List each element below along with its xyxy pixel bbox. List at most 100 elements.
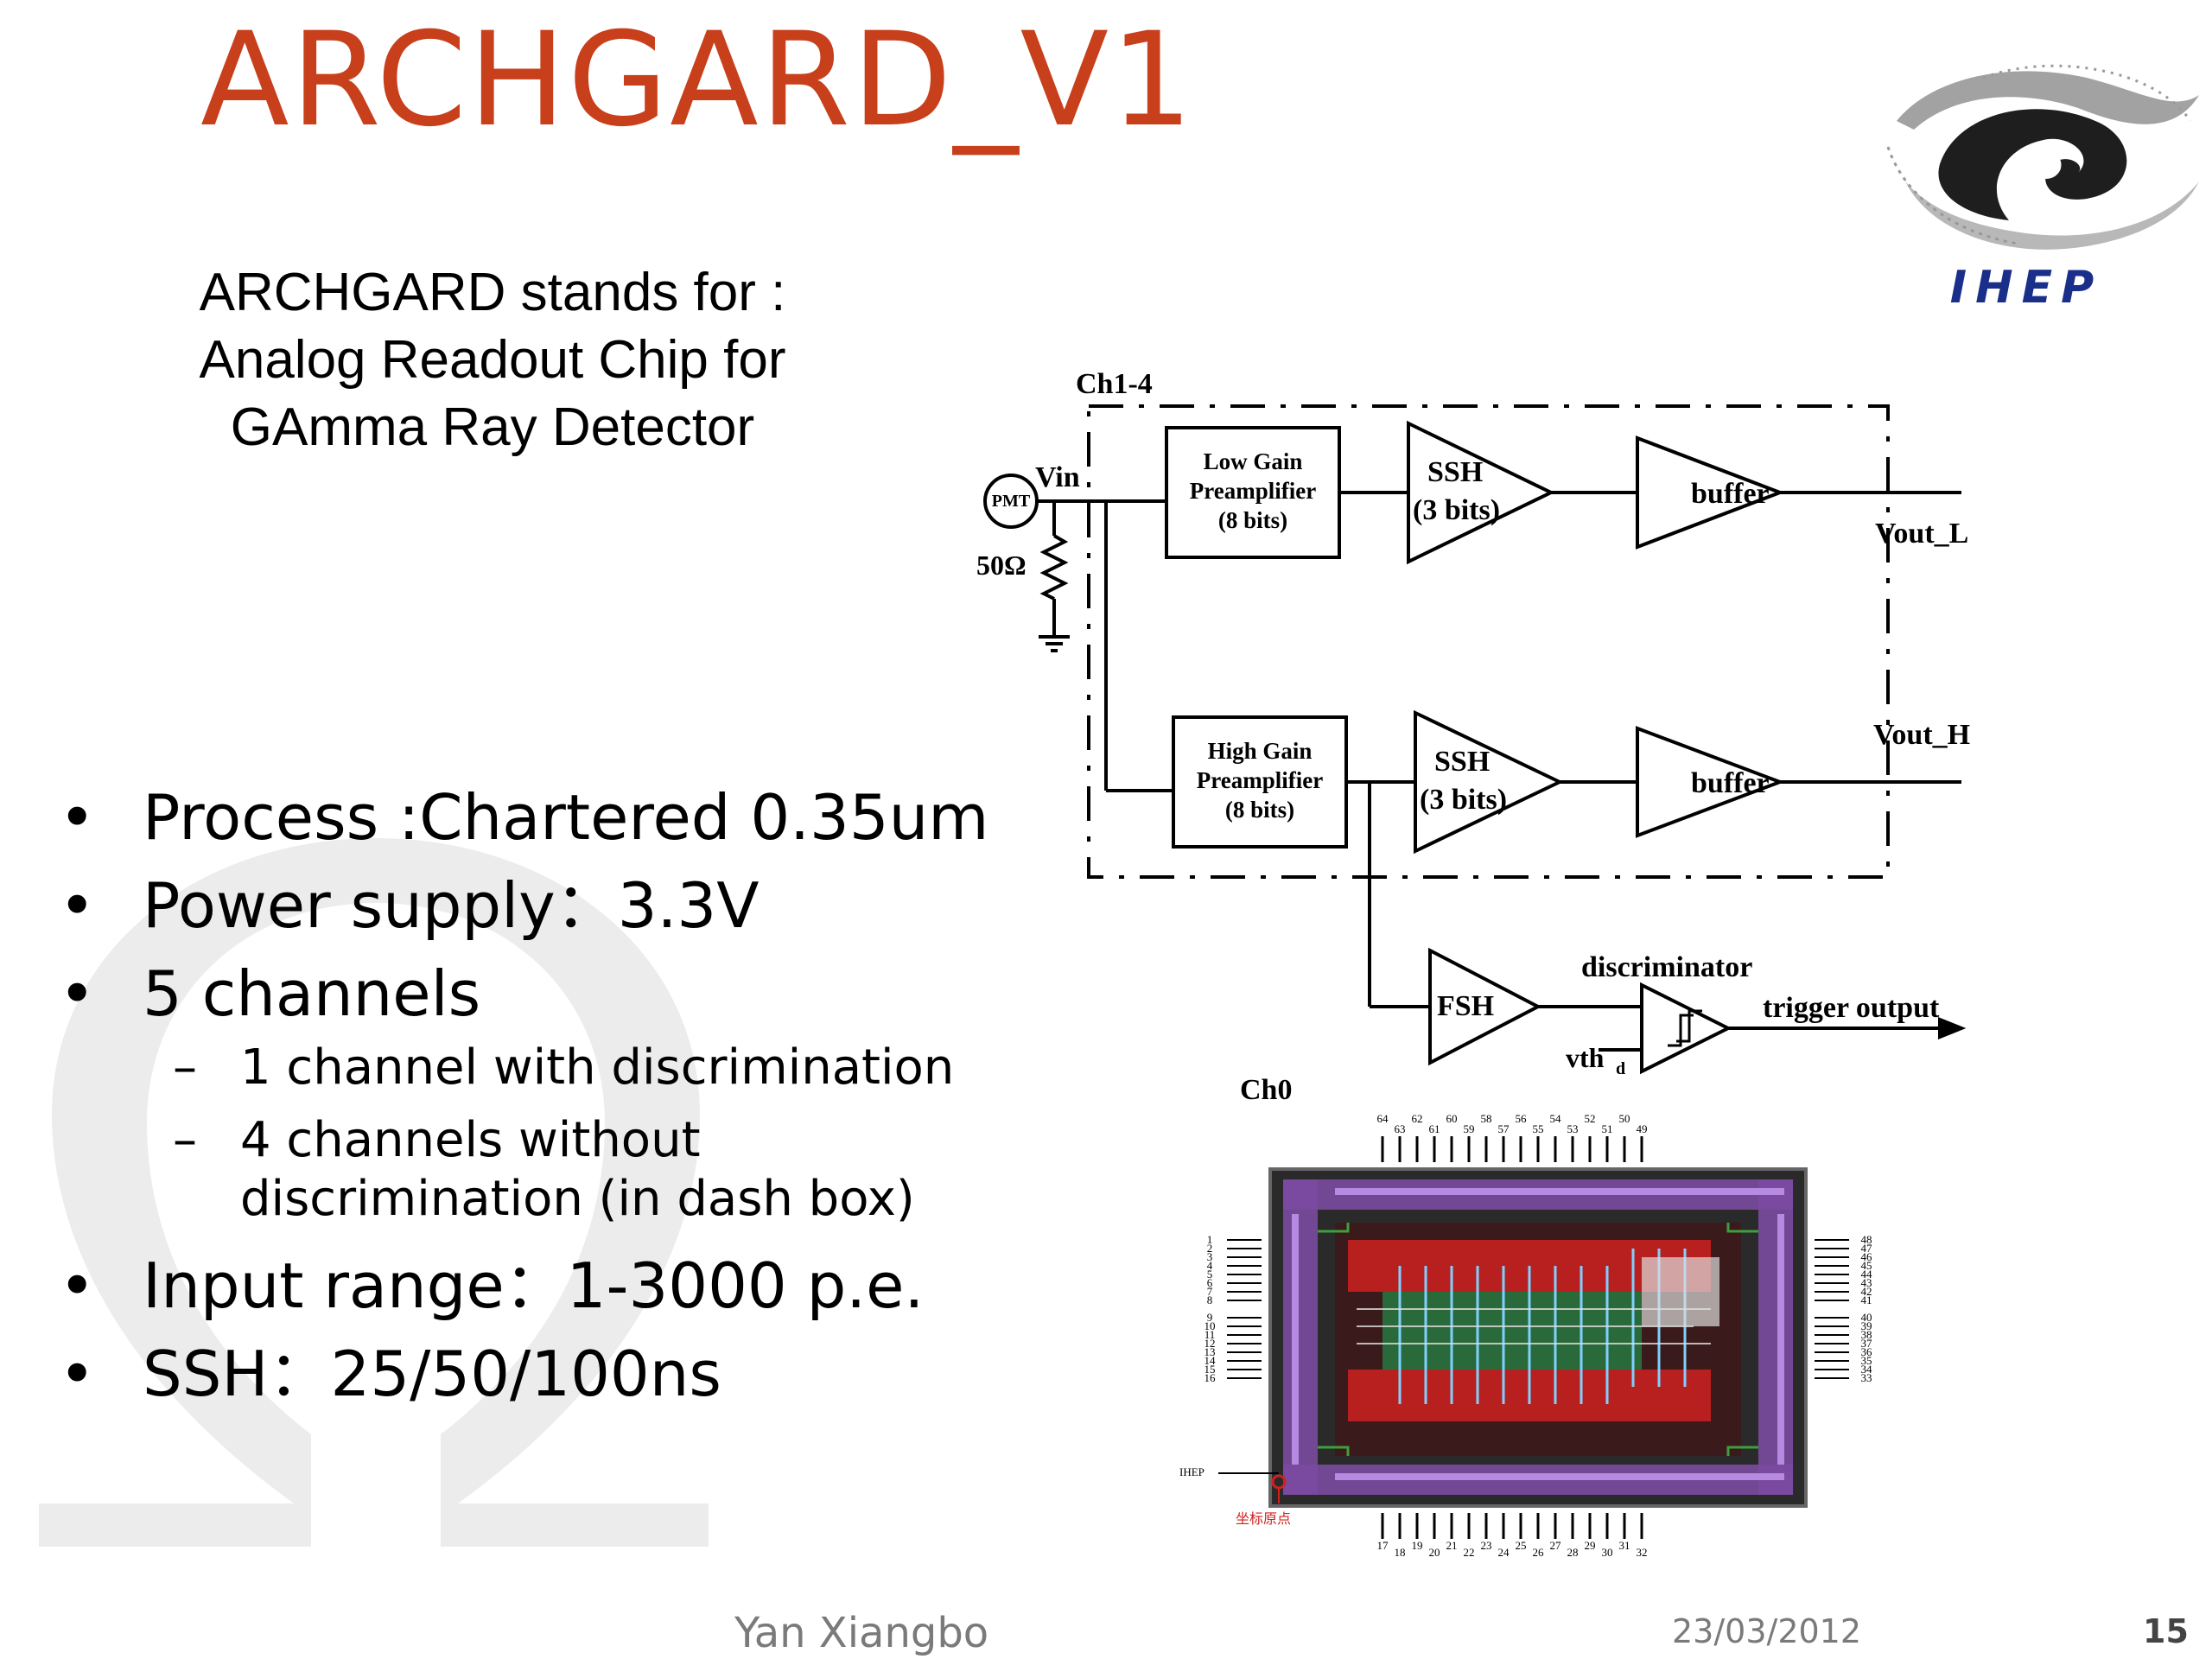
sub-bullet-item: –1 channel with discrimination — [52, 1039, 1037, 1097]
buffer-high-triangle — [1636, 726, 1785, 838]
vth-label: vth — [1566, 1042, 1605, 1073]
bullet-item: •Input range：1-3000 p.e. — [52, 1255, 1037, 1317]
buffer-label: buffer — [1691, 767, 1770, 799]
bullet-item: •Power supply：3.3V — [52, 874, 1037, 937]
chip-pin-label: 43 — [1861, 1276, 1872, 1289]
chip-pin-label: 25 — [1516, 1539, 1527, 1552]
chip-pin-label: 4 — [1207, 1259, 1213, 1272]
bullet-dot: • — [59, 869, 96, 942]
ch0-label: Ch0 — [1240, 1074, 1292, 1102]
chip-pin-label: 46 — [1861, 1250, 1873, 1263]
chip-pin-label: 1 — [1207, 1233, 1213, 1246]
chip-pin-label: 26 — [1533, 1546, 1545, 1559]
chip-pin-label: 21 — [1446, 1539, 1458, 1552]
ssh-label: SSH — [1434, 746, 1490, 778]
chip-pin-label: 37 — [1861, 1337, 1873, 1350]
sub-bullet-text: discrimination (in dash box) — [240, 1171, 915, 1227]
chip-pin-label: 32 — [1637, 1546, 1648, 1559]
chip-pin-label: 57 — [1498, 1122, 1510, 1135]
subtitle: ARCHGARD stands for : Analog Readout Chi… — [181, 259, 804, 461]
chip-pin-label: 5 — [1207, 1268, 1213, 1281]
chip-pin-label: 36 — [1861, 1345, 1873, 1358]
chip-pin-label: 55 — [1533, 1122, 1544, 1135]
chip-pin-label: 12 — [1205, 1337, 1216, 1350]
chip-pin-label: 2 — [1207, 1242, 1213, 1255]
chip-pin-label: 18 — [1395, 1546, 1406, 1559]
ssh-high-triangle — [1414, 709, 1564, 855]
chip-pin-label: 31 — [1619, 1539, 1630, 1552]
chip-pin-label: 38 — [1861, 1328, 1872, 1341]
low-gain-line: Low Gain — [1204, 448, 1303, 474]
bullet-dot: • — [59, 781, 96, 854]
vth-subscript: d — [1616, 1059, 1625, 1078]
chip-pin-label: 39 — [1861, 1319, 1872, 1332]
chip-pin-label: 59 — [1464, 1122, 1475, 1135]
buffer-low-triangle — [1636, 435, 1785, 550]
ssh-bits-label: (3 bits) — [1413, 494, 1500, 526]
circuit-diagram: Ch1-4 Ch0 Vin PMT 50Ω Low Gain Preamplif… — [976, 368, 1970, 1102]
chip-pin-label: 24 — [1498, 1546, 1510, 1559]
subtitle-line: Analog Readout Chip for — [199, 330, 786, 390]
trigger-arrow-icon — [1938, 1017, 1967, 1039]
chip-pin-label: 23 — [1481, 1539, 1492, 1552]
bullet-text: Power supply：3.3V — [143, 869, 760, 942]
footer-author: Yan Xiangbo — [734, 1609, 989, 1657]
ihep-logo: IHEP — [1886, 64, 2199, 314]
ihep-swirl-icon — [1886, 64, 2199, 250]
chip-pin-label: 28 — [1567, 1546, 1579, 1559]
chip-pin-label: 40 — [1861, 1311, 1872, 1324]
ssh-label: SSH — [1427, 456, 1483, 488]
high-gain-line: (8 bits) — [1225, 797, 1294, 823]
chip-pin-label: 29 — [1585, 1539, 1596, 1552]
bullet-text: Process :Chartered 0.35um — [143, 781, 989, 854]
hysteresis-icon — [1668, 1014, 1694, 1047]
discriminator-label: discriminator — [1581, 951, 1752, 983]
chip-pin-label: 30 — [1602, 1546, 1613, 1559]
ssh-bits-label: (3 bits) — [1420, 784, 1507, 816]
chip-pin-label: 10 — [1205, 1319, 1216, 1332]
sub-bullet-text: 1 channel with discrimination — [240, 1039, 955, 1096]
chip-pin-label: 34 — [1861, 1363, 1873, 1376]
chip-pin-label: 17 — [1377, 1539, 1389, 1552]
chip-pin-label: 14 — [1205, 1354, 1217, 1367]
resistor-icon — [1039, 534, 1069, 601]
vout-h-label: Vout_H — [1873, 719, 1970, 751]
chip-pin-label: 33 — [1861, 1371, 1872, 1384]
chip-pin-label: 53 — [1567, 1122, 1579, 1135]
chip-pin-label: 3 — [1207, 1250, 1213, 1263]
chip-pin-label: 9 — [1207, 1311, 1213, 1324]
bullet-item: •Process :Chartered 0.35um — [52, 786, 1037, 849]
chip-pin-label: 19 — [1412, 1539, 1423, 1552]
subtitle-line: GAmma Ray Detector — [230, 397, 755, 457]
high-gain-line: Preamplifier — [1197, 767, 1323, 793]
bullet-dot: • — [59, 1338, 96, 1410]
ihep-logo-text: IHEP — [1950, 262, 2103, 314]
low-gain-line: Preamplifier — [1190, 478, 1316, 504]
chip-pin-label: 20 — [1429, 1546, 1440, 1559]
sub-bullet-dash: – — [173, 1112, 197, 1168]
bullet-text: 5 channels — [143, 957, 481, 1030]
high-gain-line: High Gain — [1208, 738, 1313, 764]
bullet-text: SSH：25/50/100ns — [143, 1338, 721, 1410]
chip-pin-label: 11 — [1205, 1328, 1216, 1341]
chip-pin-label: 44 — [1861, 1268, 1873, 1281]
chip-pin-label: 7 — [1207, 1285, 1213, 1298]
ssh-low-triangle — [1407, 420, 1555, 565]
chip-pin-label: 13 — [1205, 1345, 1216, 1358]
chip-ihep-label: IHEP — [1179, 1465, 1205, 1478]
chip-origin-label: 坐标原点 — [1236, 1510, 1291, 1527]
low-gain-line: (8 bits) — [1218, 507, 1287, 533]
chip-pin-label: 60 — [1446, 1112, 1458, 1125]
chip-pin-label: 41 — [1861, 1294, 1872, 1306]
chip-pin-label: 8 — [1207, 1294, 1213, 1306]
chip-pin-label: 63 — [1395, 1122, 1406, 1135]
chip-pin-label: 51 — [1602, 1122, 1613, 1135]
bullet-text: Input range：1-3000 p.e. — [143, 1249, 925, 1322]
chip-pin-label: 42 — [1861, 1285, 1872, 1298]
vin-label: Vin — [1035, 461, 1080, 493]
chip-pin-label: 15 — [1205, 1363, 1216, 1376]
subtitle-line: ARCHGARD stands for : — [199, 263, 786, 322]
bullet-item: •SSH：25/50/100ns — [52, 1343, 1037, 1405]
ch1-4-label: Ch1-4 — [1076, 368, 1153, 400]
